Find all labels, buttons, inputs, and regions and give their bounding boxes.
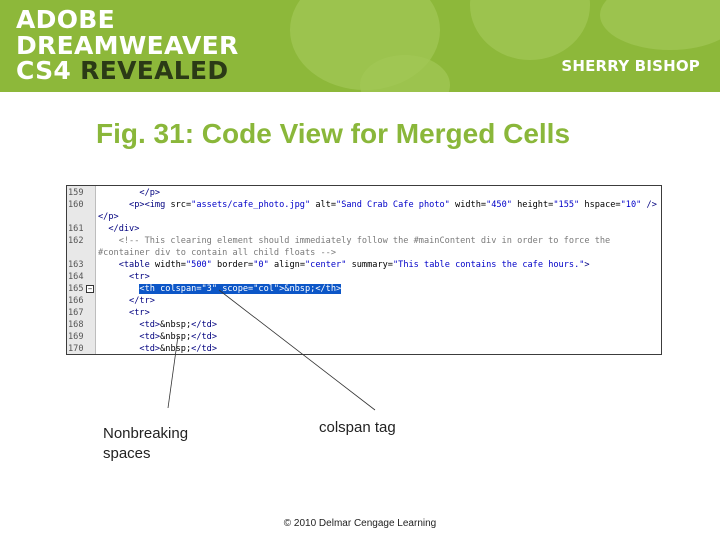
brand-line-1: ADOBE	[16, 5, 115, 34]
code-line[interactable]: 167 <tr>	[67, 307, 661, 319]
selected-code-text: <th colspan="3" scope="col">&nbsp;</th>	[98, 283, 342, 295]
line-number: 160	[68, 200, 84, 210]
code-line[interactable]: 159 </p>	[67, 187, 661, 199]
figure-title: Fig. 31: Code View for Merged Cells	[96, 118, 571, 149]
callout-nonbreaking-spaces: Nonbreaking spaces	[103, 425, 189, 462]
brand-edition: CS4	[16, 56, 72, 85]
code-line[interactable]: 166 </tr>	[67, 295, 661, 307]
line-number: 170	[68, 344, 84, 354]
code-text: #container div to contain all child floa…	[98, 248, 336, 258]
book-banner: ADOBE DREAMWEAVER CS4 REVEALED SHERRY BI…	[0, 0, 720, 92]
line-number: 164	[68, 272, 84, 282]
code-text: <td>&nbsp;</td>	[139, 344, 218, 354]
code-view-panel[interactable]: 159 </p>160 <p><img src="assets/cafe_pho…	[66, 185, 662, 355]
selected-code-highlight: <th colspan="3" scope="col">&nbsp;</th>	[139, 284, 342, 294]
line-number: 162	[68, 236, 84, 246]
brand-line-2: DREAMWEAVER	[16, 31, 239, 60]
line-number: 161	[68, 224, 84, 234]
code-text: <td>&nbsp;</td>	[139, 332, 218, 342]
code-line[interactable]: 162 <!-- This clearing element should im…	[67, 235, 661, 247]
code-line[interactable]: #container div to contain all child floa…	[67, 247, 661, 259]
line-number: 163	[68, 260, 84, 270]
code-line[interactable]: </p>	[67, 211, 661, 223]
code-line[interactable]: 161 </div>	[67, 223, 661, 235]
code-text: <tr>	[129, 308, 150, 318]
author-name: SHERRY BISHOP	[561, 57, 700, 75]
code-text: </tr>	[129, 296, 155, 306]
line-number: 168	[68, 320, 84, 330]
code-line[interactable]: 164 <tr>	[67, 271, 661, 283]
code-line[interactable]: 170 <td>&nbsp;</td>	[67, 343, 661, 354]
code-text: <td>&nbsp;</td>	[139, 320, 218, 330]
leader-line-colspan	[218, 289, 376, 411]
code-line[interactable]: 168 <td>&nbsp;</td>	[67, 319, 661, 331]
callout-colspan-tag: colspan tag	[319, 419, 396, 436]
code-line[interactable]: 169 <td>&nbsp;</td>	[67, 331, 661, 343]
code-text: <tr>	[129, 272, 150, 282]
line-number-gutter	[67, 186, 96, 354]
code-text: <p><img src="assets/cafe_photo.jpg" alt=…	[129, 200, 657, 210]
brand-line-3: CS4 REVEALED	[16, 57, 228, 84]
code-text: <!-- This clearing element should immedi…	[98, 236, 611, 246]
code-text: <table width="500" border="0" align="cen…	[118, 260, 590, 270]
copyright-footer: © 2010 Delmar Cengage Learning	[283, 518, 437, 529]
line-number: 166	[68, 296, 84, 306]
line-number: 167	[68, 308, 84, 318]
line-number: 159	[68, 188, 84, 198]
code-text: </p>	[139, 188, 161, 198]
code-line[interactable]: 165− <th colspan="3" scope="col">&nbsp;<…	[67, 283, 661, 295]
line-number: 165	[68, 284, 84, 294]
code-line[interactable]: 160 <p><img src="assets/cafe_photo.jpg" …	[67, 199, 661, 211]
line-number: 169	[68, 332, 84, 342]
leader-line-nbsp	[167, 335, 179, 409]
collapse-toggle-icon[interactable]: −	[86, 285, 94, 293]
code-text: </div>	[108, 224, 140, 234]
code-text: </p>	[98, 212, 119, 222]
code-line[interactable]: 163 <table width="500" border="0" align=…	[67, 259, 661, 271]
brand-revealed: REVEALED	[80, 56, 229, 85]
